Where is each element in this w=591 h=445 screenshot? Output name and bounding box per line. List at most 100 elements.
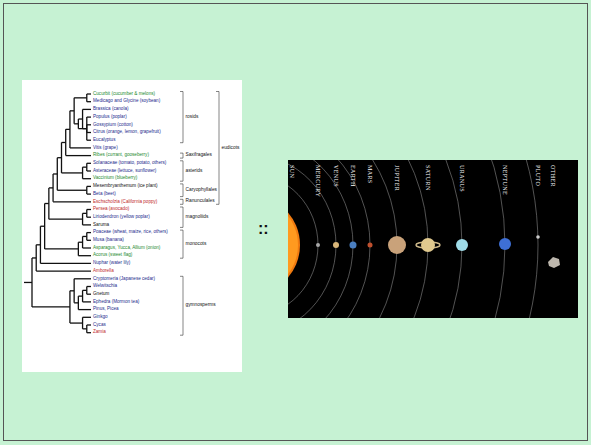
tree-branch bbox=[87, 286, 91, 287]
clade-label: Ranunculales bbox=[186, 199, 215, 204]
taxon-label: Ginkgo bbox=[93, 315, 108, 320]
tree-branch bbox=[74, 123, 78, 124]
tree-branch bbox=[87, 324, 91, 325]
tree-branch bbox=[45, 248, 79, 249]
taxon-label: Eschscholzia (California poppy) bbox=[93, 200, 157, 205]
sun bbox=[288, 195, 300, 295]
tree-branch bbox=[70, 290, 74, 291]
clade-label: asterids bbox=[186, 169, 203, 174]
tree-branch bbox=[87, 217, 91, 218]
slide-border bbox=[4, 4, 588, 441]
taxon-label: Cycas bbox=[93, 323, 106, 328]
tree-branch bbox=[78, 128, 86, 129]
tree-branch bbox=[74, 302, 78, 303]
orbit bbox=[288, 160, 505, 318]
orbits bbox=[288, 160, 538, 318]
taxon-label: Cryptomeria (Japanese cedar) bbox=[93, 277, 155, 282]
clade-bracket bbox=[180, 184, 183, 197]
taxon-label: Asparagus, Yucca, Allium (onion) bbox=[93, 246, 160, 251]
clade-label: Caryophyllales bbox=[186, 188, 217, 193]
orbit bbox=[288, 174, 318, 317]
tree-branch bbox=[87, 116, 91, 117]
neptune bbox=[499, 238, 511, 250]
tree-branch bbox=[87, 240, 91, 241]
taxon-label: Musa (banana) bbox=[93, 238, 124, 243]
jupiter bbox=[388, 236, 406, 254]
clade-bracket bbox=[180, 230, 183, 258]
clade-bracket bbox=[180, 161, 183, 181]
clade-label: Saxifragales bbox=[186, 153, 212, 158]
solar-panel bbox=[288, 160, 578, 318]
clade-bracket bbox=[180, 276, 183, 335]
clade-label: monocots bbox=[186, 242, 207, 247]
tree-branch bbox=[87, 101, 91, 102]
orbit bbox=[288, 160, 462, 318]
taxon-label: Liriodendron (yellow poplar) bbox=[93, 215, 150, 220]
orbit bbox=[288, 160, 538, 318]
taxon-label: Asteraceae (lettuce, sunflower) bbox=[93, 169, 156, 174]
tree-branch bbox=[83, 178, 91, 179]
saturn bbox=[421, 238, 435, 252]
clade-bracket bbox=[180, 92, 183, 143]
taxon-label: Vaccinium (blueberry) bbox=[93, 176, 137, 181]
tree-branch bbox=[83, 236, 87, 237]
phylogenetic-tree bbox=[24, 94, 91, 333]
tree-branch bbox=[66, 155, 91, 156]
tree-branch bbox=[87, 294, 91, 295]
taxon-label: Pinus, Picea bbox=[93, 307, 119, 312]
taxon-label: Saruma bbox=[93, 223, 109, 228]
tree-branch bbox=[40, 226, 44, 227]
taxon-label: Populus (poplar) bbox=[93, 115, 127, 120]
tree-branch bbox=[83, 109, 91, 110]
tree-branch bbox=[87, 209, 91, 210]
planet-name: OTHER bbox=[550, 165, 556, 187]
tree-branch bbox=[87, 163, 91, 164]
taxon-label: Beta (beet) bbox=[93, 192, 116, 197]
tree-branch bbox=[87, 232, 91, 233]
tree-branch bbox=[70, 322, 83, 323]
tree-branch bbox=[57, 190, 87, 191]
other-body bbox=[548, 257, 560, 268]
tree-branch bbox=[24, 282, 32, 283]
taxon-label: Eucalyptus bbox=[93, 138, 115, 143]
solar-system bbox=[288, 160, 560, 318]
taxon-label: Cucurbit (cucumber & melons) bbox=[93, 92, 155, 97]
tree-branch bbox=[62, 172, 83, 173]
taxon-label: Gossypium (cotton) bbox=[93, 123, 133, 128]
clade-label: gymnosperms bbox=[186, 303, 216, 308]
orbit bbox=[288, 160, 353, 318]
tree-branch bbox=[36, 270, 91, 271]
tree-branch bbox=[78, 242, 82, 243]
mercury bbox=[316, 243, 320, 247]
taxon-label: Solanaceae (tomato, potato, others) bbox=[93, 161, 166, 166]
tree-branch bbox=[87, 140, 91, 141]
tree-branch bbox=[83, 317, 91, 318]
tree-branch bbox=[32, 257, 36, 258]
tree-branch bbox=[87, 193, 91, 194]
taxon-label: Ephedra (Mormon tea) bbox=[93, 300, 139, 305]
orbit bbox=[288, 160, 428, 318]
tree-branch bbox=[83, 247, 91, 248]
tree-branch bbox=[78, 118, 82, 119]
clade-bracket bbox=[180, 199, 183, 204]
clade-label: magnoliids bbox=[186, 215, 209, 220]
sun-glow bbox=[288, 197, 298, 293]
planet-name: NEPTUNE bbox=[502, 165, 508, 195]
tree-branch bbox=[45, 203, 49, 204]
taxon-label: Nuphar (water lily) bbox=[93, 261, 130, 266]
tree-panel bbox=[22, 80, 242, 372]
tree-branch bbox=[78, 295, 82, 296]
tree-branch bbox=[70, 147, 91, 148]
tree-branch bbox=[62, 142, 66, 143]
taxon-label: Gnetum bbox=[93, 292, 109, 297]
tree-branch bbox=[83, 224, 91, 225]
taxon-label: Acorus (sweet flag) bbox=[93, 253, 132, 258]
taxon-label: Poaceae (wheat, maize, rice, others) bbox=[93, 230, 168, 235]
planet-name: MERCURY bbox=[315, 165, 321, 197]
tree-branch bbox=[87, 332, 91, 333]
taxon-label: Zamia bbox=[93, 330, 106, 335]
planet-name: JUPITER bbox=[394, 165, 400, 191]
tree-branch bbox=[57, 157, 61, 158]
